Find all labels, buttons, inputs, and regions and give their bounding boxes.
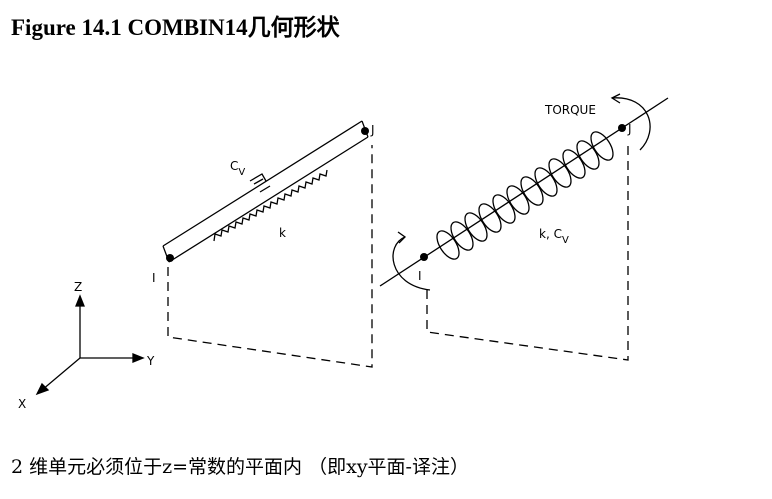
left-dashed-projection xyxy=(167,145,373,368)
right-node-i-label: I xyxy=(418,269,422,283)
left-node-j-label: J xyxy=(370,123,375,137)
left-damper-label-sub: V xyxy=(238,167,245,178)
left-spring-zigzag xyxy=(213,169,328,242)
x-axis-label: X xyxy=(18,397,26,411)
y-axis-label: Y xyxy=(146,354,155,368)
right-node-j-dot xyxy=(618,124,626,132)
x-axis-arrowhead xyxy=(35,382,50,396)
left-node-i-dot xyxy=(166,254,174,262)
z-axis-arrowhead xyxy=(75,294,85,307)
left-damper-label: CV xyxy=(230,159,245,178)
right-element xyxy=(379,93,669,361)
right-torque-arrow-j xyxy=(611,97,651,151)
right-node-i-dot xyxy=(420,253,428,261)
figure-title: Figure 14.1 COMBIN14几何形状 xyxy=(11,15,340,40)
left-node-j-dot xyxy=(361,127,369,135)
figure-caption: 2 维单元必须位于z=常数的平面内 （即xy平面-译注） xyxy=(11,456,469,478)
left-damper-label-main: C xyxy=(230,159,238,173)
left-node-i-label: I xyxy=(152,271,156,285)
left-upper-rail xyxy=(162,120,363,247)
right-coil-spring xyxy=(436,131,614,260)
right-property-label-sub: V xyxy=(562,235,569,246)
left-damper xyxy=(249,173,271,193)
left-spring-label: k xyxy=(279,226,286,240)
right-node-j-label: J xyxy=(627,122,632,136)
right-dashed-projection xyxy=(426,140,629,361)
y-axis-arrowhead xyxy=(132,353,145,363)
right-torque-label: TORQUE xyxy=(544,103,596,117)
x-axis-line xyxy=(41,357,81,391)
left-lower-rail xyxy=(168,136,369,263)
left-element xyxy=(162,120,373,368)
right-torque-arrow-i xyxy=(392,236,431,291)
coordinate-axes xyxy=(35,294,145,396)
z-axis-label: Z xyxy=(74,280,82,294)
right-property-label: k, CV xyxy=(539,227,569,246)
right-property-label-main: k, C xyxy=(539,227,562,241)
